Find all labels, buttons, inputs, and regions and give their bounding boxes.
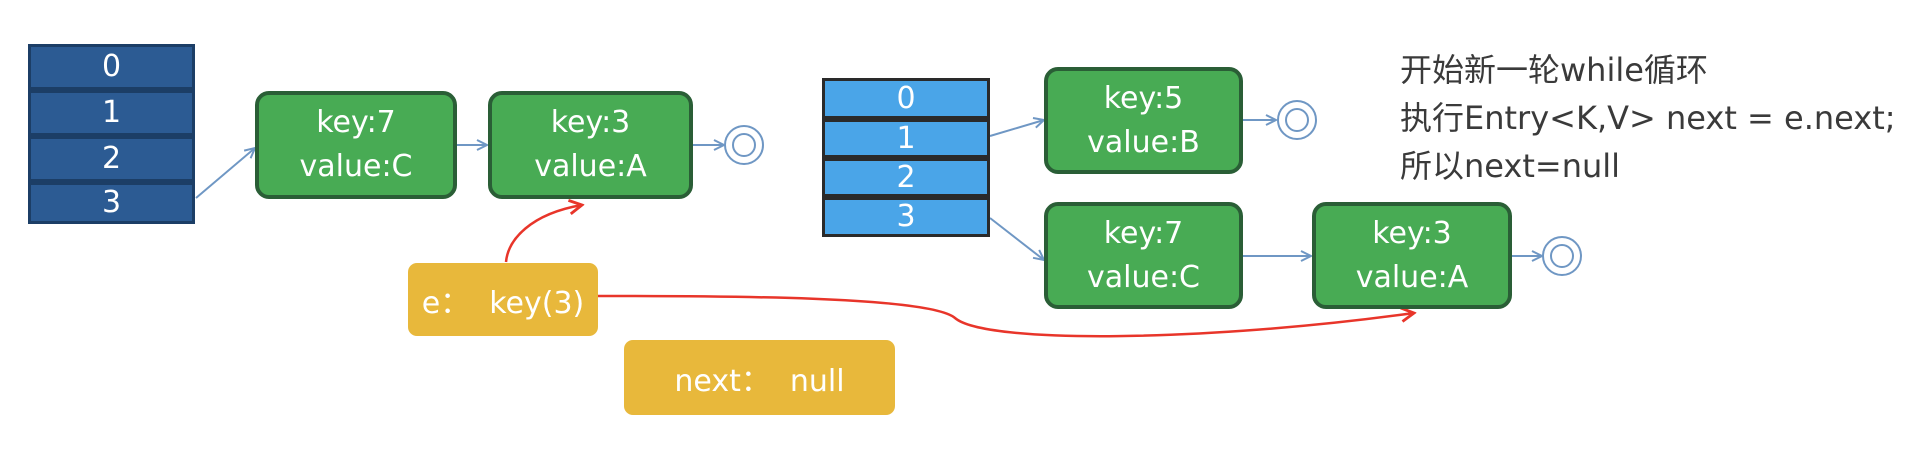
right-table-slot-1: 1	[822, 119, 990, 158]
node-key-label: key:3	[1372, 215, 1452, 251]
null-terminator-icon	[1277, 100, 1317, 140]
node-key-label: key:7	[1103, 215, 1184, 251]
pointer-next-box: next： null	[624, 340, 895, 415]
left-table-slot-1: 1	[28, 90, 195, 136]
right-node-key5: key:5 value:B	[1044, 67, 1243, 174]
explanation-note: 开始新一轮while循环 执行Entry<K,V> next = e.next;…	[1400, 46, 1896, 190]
node-key-label: key:7	[316, 105, 396, 140]
right-table-slot-3: 3	[822, 197, 990, 237]
note-line: 执行Entry<K,V> next = e.next;	[1400, 99, 1896, 137]
null-terminator-icon	[1542, 236, 1582, 276]
node-value-label: value:B	[1087, 124, 1200, 160]
pointer-e-box: e： key(3)	[408, 263, 598, 336]
right-node-key3: key:3 value:A	[1312, 202, 1512, 309]
link-left-slot3-to-key7	[195, 148, 255, 199]
node-key-label: key:3	[550, 105, 631, 140]
note-line: 开始新一轮while循环	[1400, 51, 1708, 89]
link-right-slot3-to-key7	[989, 217, 1044, 260]
left-table-slot-3: 3	[28, 182, 195, 224]
left-node-key7: key:7 value:C	[255, 91, 457, 199]
right-table-slot-0: 0	[822, 78, 990, 119]
node-value-label: value:C	[299, 149, 413, 184]
left-table-slot-0: 0	[28, 44, 195, 90]
right-table-slot-2: 2	[822, 158, 990, 197]
node-value-label: value:C	[1087, 259, 1200, 295]
node-value-label: value:A	[534, 149, 647, 184]
null-terminator-icon	[724, 125, 764, 165]
left-table-slot-2: 2	[28, 136, 195, 182]
left-node-key3: key:3 value:A	[488, 91, 693, 199]
node-value-label: value:A	[1355, 259, 1469, 295]
pointer-e-to-left-key3	[504, 205, 582, 263]
right-node-key7: key:7 value:C	[1044, 202, 1243, 309]
node-key-label: key:5	[1103, 80, 1184, 116]
link-right-slot1-to-key5	[989, 120, 1044, 137]
pointer-e-to-right-key3	[597, 294, 1414, 338]
note-line: 所以next=null	[1400, 147, 1621, 185]
